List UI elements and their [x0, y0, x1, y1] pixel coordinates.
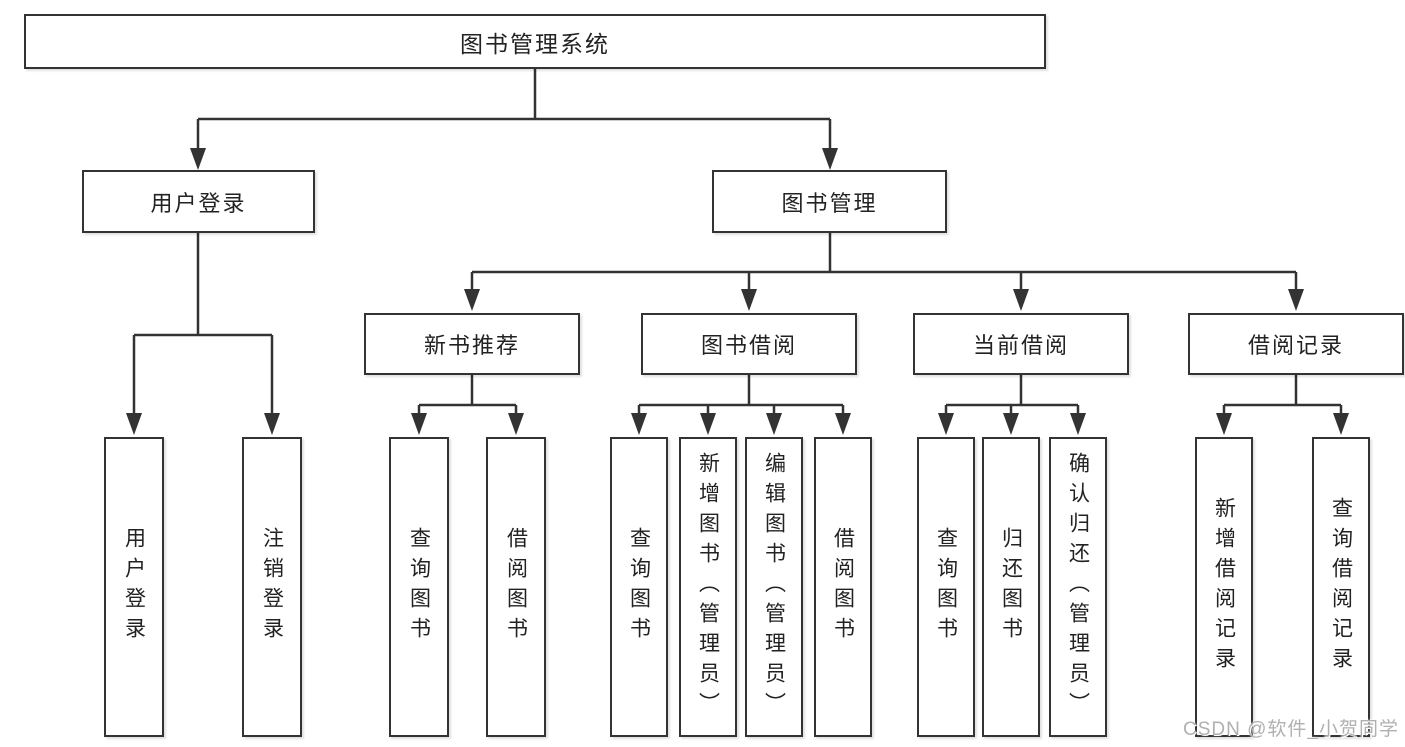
node-label: 新书推荐 — [423, 333, 520, 358]
leaf-confirm-return-admin: 确认归还（管理员） — [1049, 437, 1107, 737]
node-new-book-recommend: 新书推荐 — [364, 313, 580, 375]
leaf-borrow-books-recommend: 借阅图书 — [486, 437, 546, 737]
leaf-user-login: 用户登录 — [104, 437, 164, 737]
node-user-login: 用户登录 — [82, 170, 315, 233]
node-book-borrow: 图书借阅 — [641, 313, 857, 375]
leaf-add-borrow-record: 新增借阅记录 — [1195, 437, 1253, 737]
leaf-return-book: 归还图书 — [982, 437, 1040, 737]
leaf-add-book-admin: 新增图书（管理员） — [679, 437, 737, 737]
leaf-label: 用户登录 — [122, 527, 146, 647]
node-label: 当前借阅 — [972, 333, 1069, 358]
leaf-label: 查询图书 — [407, 527, 431, 647]
leaf-edit-book-admin: 编辑图书（管理员） — [745, 437, 803, 737]
node-borrow-records: 借阅记录 — [1188, 313, 1404, 375]
leaf-query-borrow-record: 查询借阅记录 — [1312, 437, 1370, 737]
leaf-label: 查询图书 — [934, 527, 958, 647]
node-label: 图书借阅 — [700, 333, 797, 358]
node-label: 图书管理系统 — [460, 30, 610, 57]
node-library-management-system: 图书管理系统 — [24, 14, 1046, 69]
leaf-label: 新增图书（管理员） — [696, 452, 720, 722]
leaf-borrow-books: 借阅图书 — [814, 437, 872, 737]
node-label: 用户登录 — [150, 190, 247, 216]
leaf-query-books-borrow: 查询图书 — [610, 437, 668, 737]
node-label: 借阅记录 — [1247, 333, 1344, 358]
leaf-logout: 注销登录 — [242, 437, 302, 737]
node-book-management: 图书管理 — [712, 170, 947, 233]
leaf-label: 确认归还（管理员） — [1066, 452, 1090, 722]
leaf-query-books-current: 查询图书 — [917, 437, 975, 737]
node-current-borrow: 当前借阅 — [913, 313, 1129, 375]
leaf-label: 归还图书 — [999, 527, 1023, 647]
leaf-query-books-recommend: 查询图书 — [389, 437, 449, 737]
leaf-label: 查询图书 — [627, 527, 651, 647]
node-label: 图书管理 — [781, 190, 878, 216]
leaf-label: 借阅图书 — [831, 527, 855, 647]
csdn-watermark: CSDN @软件_小贺同学 — [1183, 719, 1399, 740]
leaf-label: 借阅图书 — [504, 527, 528, 647]
leaf-label: 编辑图书（管理员） — [762, 452, 786, 722]
leaf-label: 新增借阅记录 — [1212, 497, 1236, 677]
leaf-label: 查询借阅记录 — [1329, 497, 1353, 677]
leaf-label: 注销登录 — [260, 527, 284, 647]
